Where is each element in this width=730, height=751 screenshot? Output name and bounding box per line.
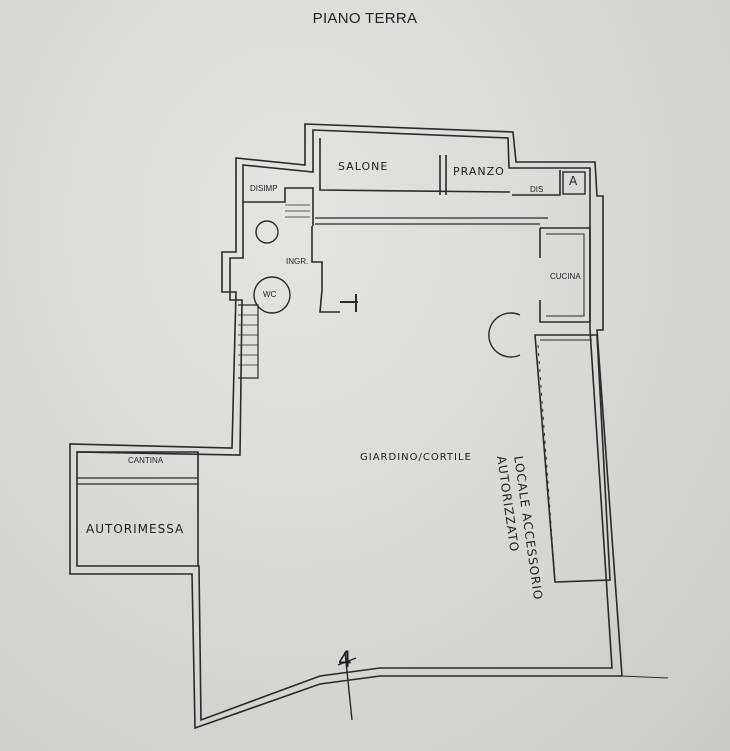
- inner-wall: [76, 129, 613, 722]
- salone-label: SALONE: [338, 160, 389, 173]
- cantina-room: [77, 477, 198, 485]
- marker-a-box: [562, 171, 586, 195]
- locale-accessorio: [534, 334, 611, 583]
- plan-title: PIANO TERRA: [312, 10, 418, 27]
- ingr-wall: [311, 226, 340, 313]
- disimp-label: DISIMP: [250, 184, 278, 193]
- pranzo-divider: [439, 155, 447, 195]
- ingr-label: INGR.: [286, 257, 309, 266]
- autorimessa-label: AUTORIMESSA: [86, 522, 185, 536]
- property-line: [621, 675, 669, 679]
- wc-stair-circle: [253, 276, 291, 314]
- giardino-label: GIARDINO/CORTILE: [360, 452, 472, 463]
- gate-symbol: [340, 294, 358, 312]
- cantina-label: CANTINA: [128, 456, 164, 465]
- wc-label: WC: [263, 290, 277, 299]
- pranzo-label: PRANZO: [453, 165, 505, 178]
- west-stair: [238, 304, 259, 379]
- cucina-room: [539, 227, 591, 323]
- cantina-top: [77, 451, 199, 566]
- cucina-label: CUCINA: [550, 272, 581, 281]
- north-marker: 4: [338, 648, 353, 673]
- outer-wall: [69, 123, 623, 730]
- disimp-stair-circle: [255, 220, 279, 244]
- corridor-wall: [315, 217, 548, 225]
- disimp-wall: [243, 187, 314, 226]
- north-arrow: [337, 651, 357, 721]
- cucina-inner: [546, 233, 585, 317]
- dis-label: DIS: [530, 185, 544, 194]
- spiral-stair: [488, 312, 521, 358]
- dis-room: [512, 170, 561, 196]
- marker-a: A: [569, 174, 579, 188]
